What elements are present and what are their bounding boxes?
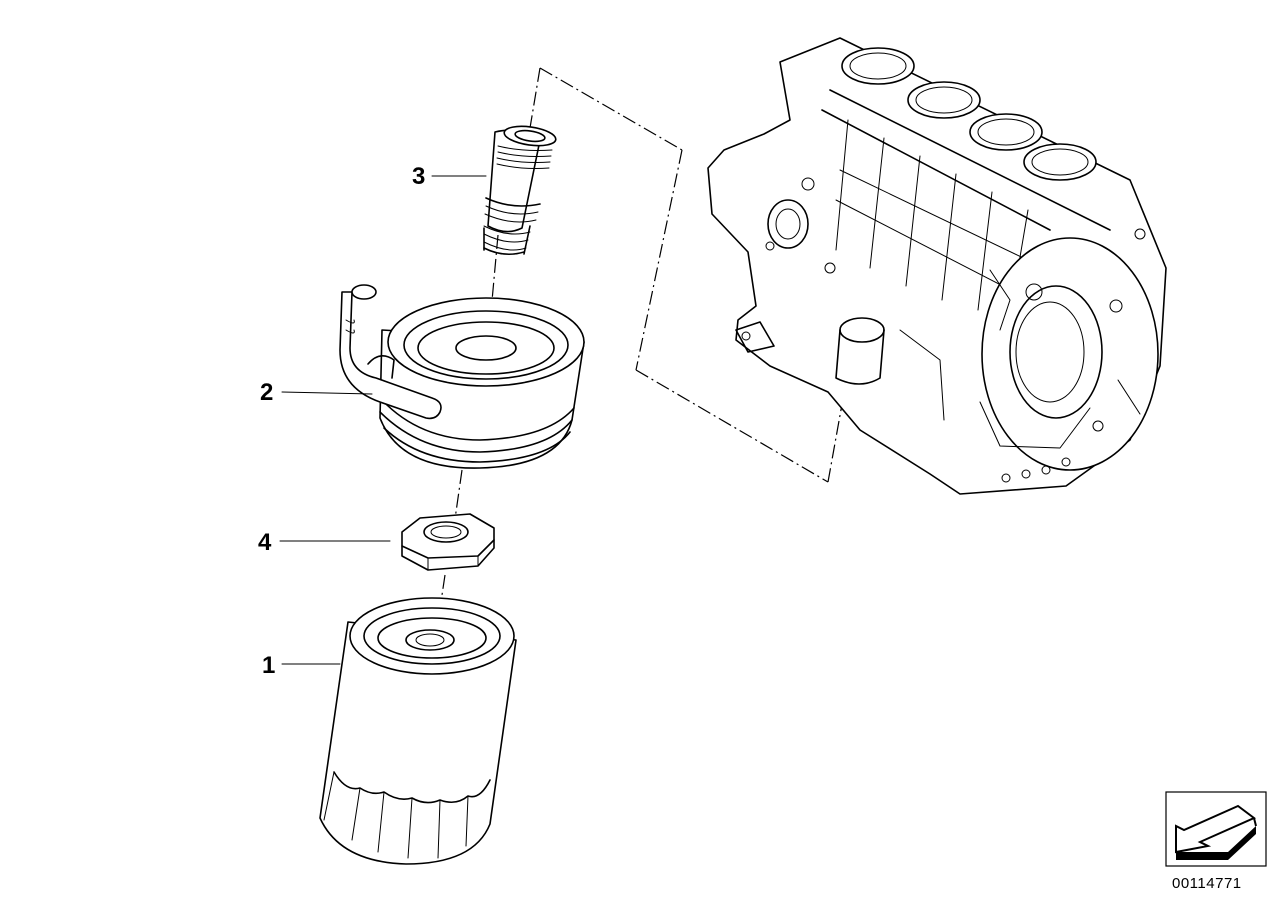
part-4-hex-nut	[401, 513, 495, 571]
callout-3: 3	[412, 163, 425, 190]
part-2-oil-cooler	[339, 284, 585, 469]
callout-4: 4	[258, 529, 272, 556]
callout-1: 1	[262, 652, 275, 679]
view-direction-arrow-icon	[1175, 804, 1257, 860]
leader-lines	[279, 175, 487, 665]
callout-2: 2	[260, 379, 273, 406]
part-3-connector	[483, 125, 557, 256]
engine-block	[707, 37, 1167, 495]
part-1-oil-filter	[319, 597, 517, 865]
view-direction-box	[1165, 791, 1267, 867]
diagram-code: 00114771	[1172, 875, 1242, 892]
